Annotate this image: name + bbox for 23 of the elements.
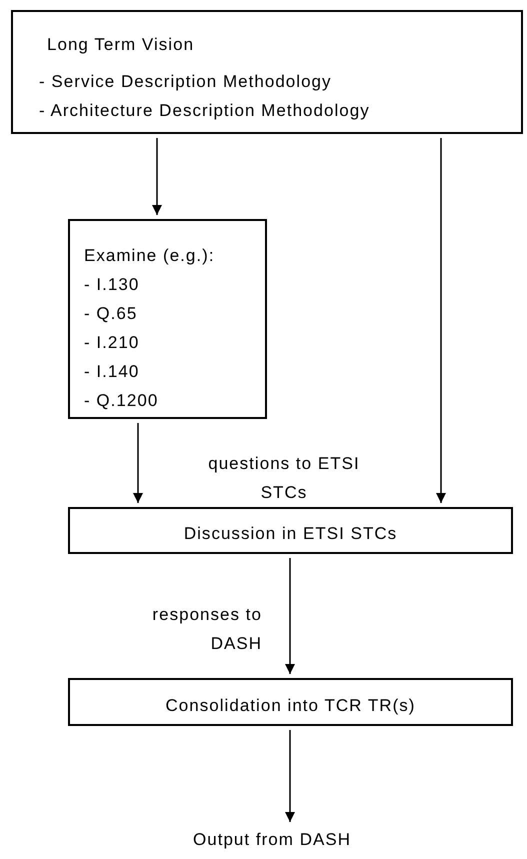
- box-heading: Examine (e.g.):: [83, 245, 216, 267]
- list-item: - Architecture Description Methodology: [38, 100, 371, 122]
- process-box: [68, 678, 513, 726]
- list-item: - I.140: [83, 361, 140, 383]
- arrow: [436, 138, 446, 503]
- list-item: - I.210: [83, 332, 140, 354]
- list-item: - Q.65: [83, 303, 138, 325]
- box-heading: Output from DASH: [192, 828, 352, 850]
- box-heading: Consolidation into TCR TR(s): [164, 694, 416, 716]
- flow-note: questions to ETSI STCs: [207, 453, 361, 504]
- list-item: - I.130: [83, 274, 140, 296]
- arrow: [285, 730, 295, 822]
- box-heading: Discussion in ETSI STCs: [182, 523, 398, 545]
- arrow: [285, 558, 295, 674]
- box-heading: Long Term Vision: [46, 34, 196, 56]
- arrow: [133, 423, 143, 503]
- process-box: [68, 507, 513, 554]
- edge-label: responses to DASH: [151, 604, 262, 655]
- process-box: [68, 219, 267, 419]
- list-item: - Service Description Methodology: [38, 71, 333, 93]
- process-box: [11, 10, 523, 134]
- arrow: [152, 138, 162, 215]
- list-item: - Q.1200: [83, 390, 160, 412]
